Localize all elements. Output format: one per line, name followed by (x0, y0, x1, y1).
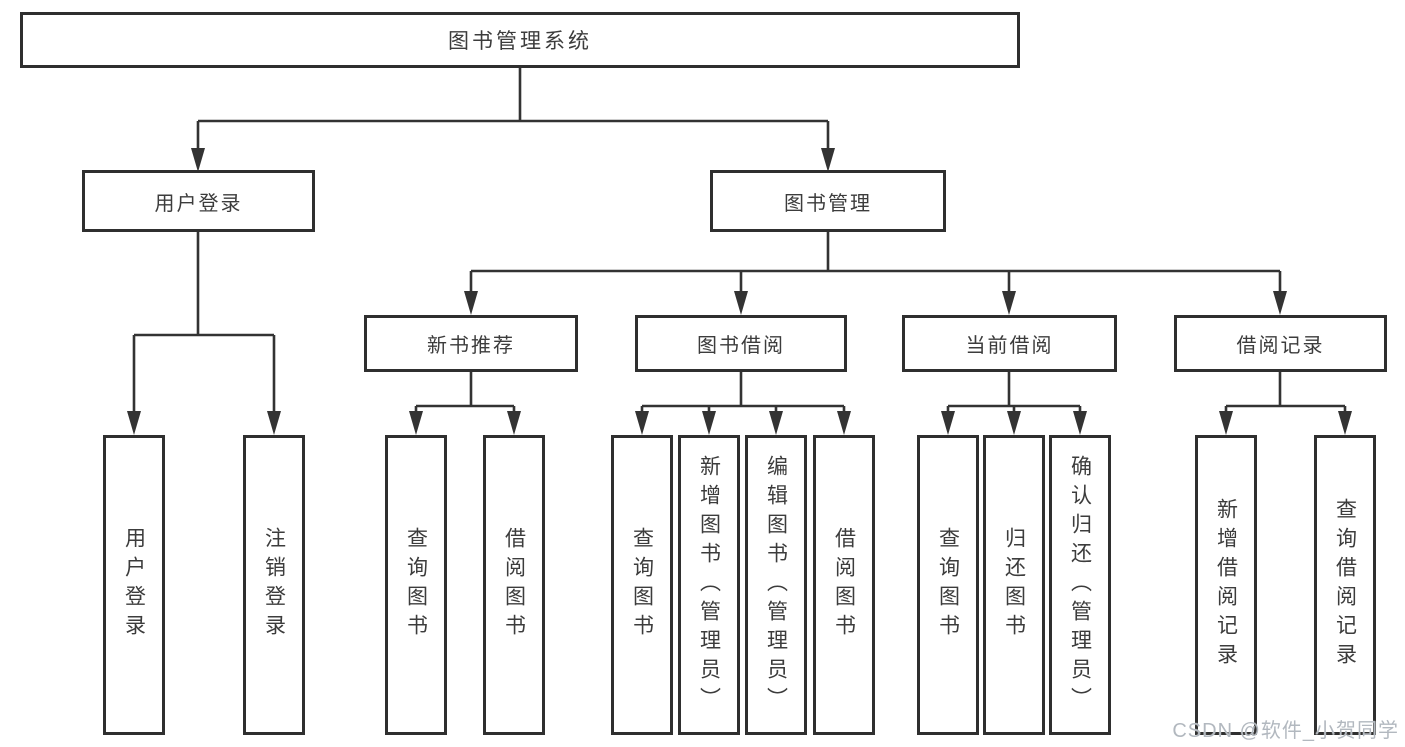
down-arrowhead (1273, 291, 1287, 315)
down-arrowhead (191, 148, 205, 172)
node-label: 图书借阅 (697, 335, 785, 357)
node-label: 用户登录 (154, 192, 243, 215)
node-label: 图书管理系统 (448, 30, 592, 53)
leaf-query-books-recommend: 查询图书 (385, 435, 447, 735)
down-arrowhead (941, 411, 955, 435)
down-arrowhead (464, 291, 478, 315)
leaf-confirm-return-admin: 确认归还（管理员） (1049, 435, 1111, 735)
node-label: 用户登录 (122, 527, 146, 643)
connector-records-to-leaves (1224, 372, 1347, 415)
connector-borrow-to-leaves (640, 372, 846, 415)
down-arrowhead (409, 411, 423, 435)
leaf-edit-book-admin: 编辑图书（管理员） (745, 435, 807, 735)
down-arrowhead (267, 411, 281, 435)
node-system-root: 图书管理系统 (20, 12, 1020, 68)
down-arrowhead (837, 411, 851, 435)
connector-current-to-leaves (946, 372, 1082, 415)
node-label: 借阅图书 (502, 527, 526, 643)
down-arrowhead (821, 148, 835, 172)
node-label: 查询图书 (630, 527, 654, 643)
node-label: 查询图书 (404, 527, 428, 643)
down-arrowhead (702, 411, 716, 435)
node-label: 借阅记录 (1236, 335, 1325, 357)
down-arrowhead (1338, 411, 1352, 435)
node-book-management: 图书管理 (710, 170, 946, 232)
connector-root-to-level2 (196, 68, 830, 152)
node-label: 查询借阅记录 (1333, 498, 1357, 672)
connector-userlogin-to-leaves (132, 232, 276, 415)
leaf-user-login: 用户登录 (103, 435, 165, 735)
node-label: 借阅图书 (832, 527, 856, 643)
leaf-logout: 注销登录 (243, 435, 305, 735)
node-book-borrow: 图书借阅 (635, 315, 847, 372)
node-label: 新增图书（管理员） (697, 454, 721, 716)
leaf-borrow-books-borrow: 借阅图书 (813, 435, 875, 735)
down-arrowhead (635, 411, 649, 435)
node-label: 图书管理 (784, 192, 872, 215)
connector-bookmgmt-to-level3 (469, 232, 1282, 295)
leaf-return-book: 归还图书 (983, 435, 1045, 735)
down-arrowhead (507, 411, 521, 435)
node-label: 查询图书 (936, 527, 960, 643)
leaf-borrow-books-recommend: 借阅图书 (483, 435, 545, 735)
down-arrowhead (1073, 411, 1087, 435)
connector-recommend-to-leaves (414, 372, 516, 415)
leaf-query-books-borrow: 查询图书 (611, 435, 673, 735)
down-arrowhead (1007, 411, 1021, 435)
node-label: 当前借阅 (965, 335, 1054, 357)
csdn-watermark: CSDN @软件_小贺同学 (1172, 720, 1399, 742)
node-label: 确认归还（管理员） (1068, 454, 1092, 716)
down-arrowhead (1002, 291, 1016, 315)
leaf-add-book-admin: 新增图书（管理员） (678, 435, 740, 735)
leaf-query-borrow-record: 查询借阅记录 (1314, 435, 1376, 735)
node-current-borrow: 当前借阅 (902, 315, 1117, 372)
down-arrowhead (734, 291, 748, 315)
down-arrowhead (1219, 411, 1233, 435)
node-label: 注销登录 (262, 527, 286, 643)
leaf-add-borrow-record: 新增借阅记录 (1195, 435, 1257, 735)
node-new-book-recommend: 新书推荐 (364, 315, 578, 372)
down-arrowhead (769, 411, 783, 435)
node-label: 编辑图书（管理员） (764, 454, 788, 716)
node-label: 新书推荐 (427, 335, 515, 357)
node-user-login: 用户登录 (82, 170, 315, 232)
leaf-query-books-current: 查询图书 (917, 435, 979, 735)
down-arrowhead (127, 411, 141, 435)
node-label: 新增借阅记录 (1214, 498, 1238, 672)
node-label: 归还图书 (1002, 527, 1026, 643)
node-borrow-records: 借阅记录 (1174, 315, 1387, 372)
